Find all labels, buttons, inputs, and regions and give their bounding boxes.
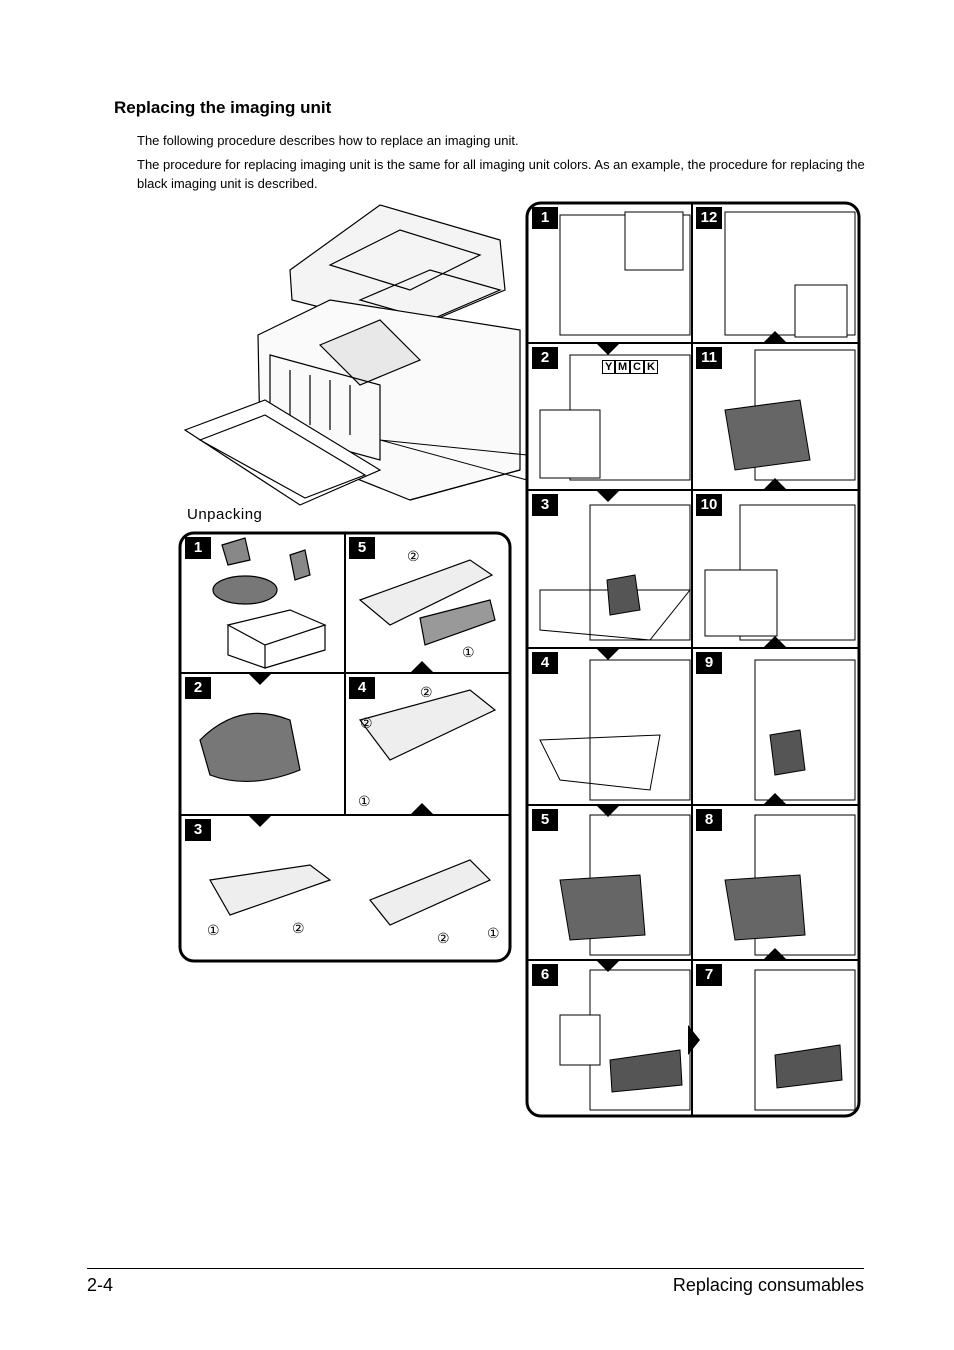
unpack-step-5-badge: 5: [349, 537, 375, 559]
replace-step-1-badge: 1: [532, 207, 558, 229]
unpack-step-3-badge: 3: [185, 819, 211, 841]
intro-paragraph: The following procedure describes how to…: [137, 133, 519, 148]
unpack-step-4-badge: 4: [349, 677, 375, 699]
replace-step-11-badge: 11: [696, 347, 722, 369]
callout-two: ②: [407, 548, 420, 564]
unpacking-label: Unpacking: [187, 506, 263, 523]
color-label-k: K: [644, 360, 658, 374]
replace-step-8-badge: 8: [696, 809, 722, 831]
callout-two: ②: [292, 920, 305, 936]
replace-step-7-badge: 7: [696, 964, 722, 986]
description-paragraph: The procedure for replacing imaging unit…: [137, 157, 865, 191]
callout-two: ②: [360, 715, 373, 731]
replace-step-10-badge: 10: [696, 494, 722, 516]
color-label-c: C: [630, 360, 644, 374]
section-heading: Replacing the imaging unit: [114, 98, 332, 117]
replace-step-4-badge: 4: [532, 652, 558, 674]
unpack-step-2-badge: 2: [185, 677, 211, 699]
color-label-m: M: [615, 360, 631, 374]
callout-one: ①: [207, 922, 220, 938]
replace-step-12-badge: 12: [696, 207, 722, 229]
replace-step-3-badge: 3: [532, 494, 558, 516]
page-number: 2-4: [87, 1275, 114, 1295]
callout-one: ①: [487, 925, 500, 941]
section-title: Replacing consumables: [672, 1275, 864, 1295]
replace-step-6-badge: 6: [532, 964, 558, 986]
replace-step-5-badge: 5: [532, 809, 558, 831]
callout-two: ②: [437, 930, 450, 946]
machine-overview: [183, 204, 528, 506]
replace-step-2-badge: 2: [532, 347, 558, 369]
unpack-step-1-badge: 1: [185, 537, 211, 559]
callout-one: ①: [462, 644, 475, 660]
callout-one: ①: [358, 793, 371, 809]
footer-rule: [87, 1268, 864, 1269]
callout-two: ②: [420, 684, 433, 700]
color-label-y: Y: [602, 360, 616, 374]
replace-step-9-badge: 9: [696, 652, 722, 674]
